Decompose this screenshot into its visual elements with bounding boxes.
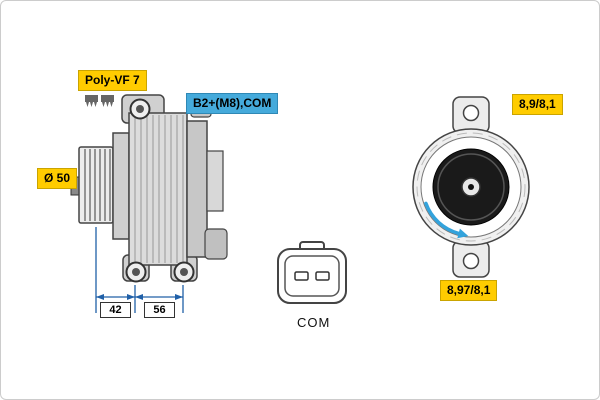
mounting-bushings <box>125 98 195 283</box>
connector-outline <box>277 241 347 304</box>
label-connector: COM <box>297 315 331 330</box>
label-spec-top-right: 8,9/8,1 <box>512 94 563 115</box>
rear-housing <box>186 120 228 260</box>
alternator-side-view <box>70 94 228 283</box>
front-housing <box>112 132 130 240</box>
label-terminal: B2+(M8),COM <box>186 93 279 114</box>
dimension-value-rear: 56 <box>144 302 175 318</box>
dimension-lines <box>95 227 184 313</box>
label-pulley-diameter: Ø 50 <box>37 168 78 189</box>
main-body <box>128 112 188 266</box>
label-spec-bottom-right: 8,97/8,1 <box>440 280 498 301</box>
rotation-direction-arrow-icon <box>424 201 469 239</box>
pulley <box>78 146 114 224</box>
dimension-value-front: 42 <box>100 302 131 318</box>
ribbed-belt-profile-icon <box>85 95 114 107</box>
alternator-rear-view <box>412 96 530 278</box>
rear-mounting-tabs <box>452 96 490 278</box>
label-belt-type: Poly-VF 7 <box>78 70 147 91</box>
